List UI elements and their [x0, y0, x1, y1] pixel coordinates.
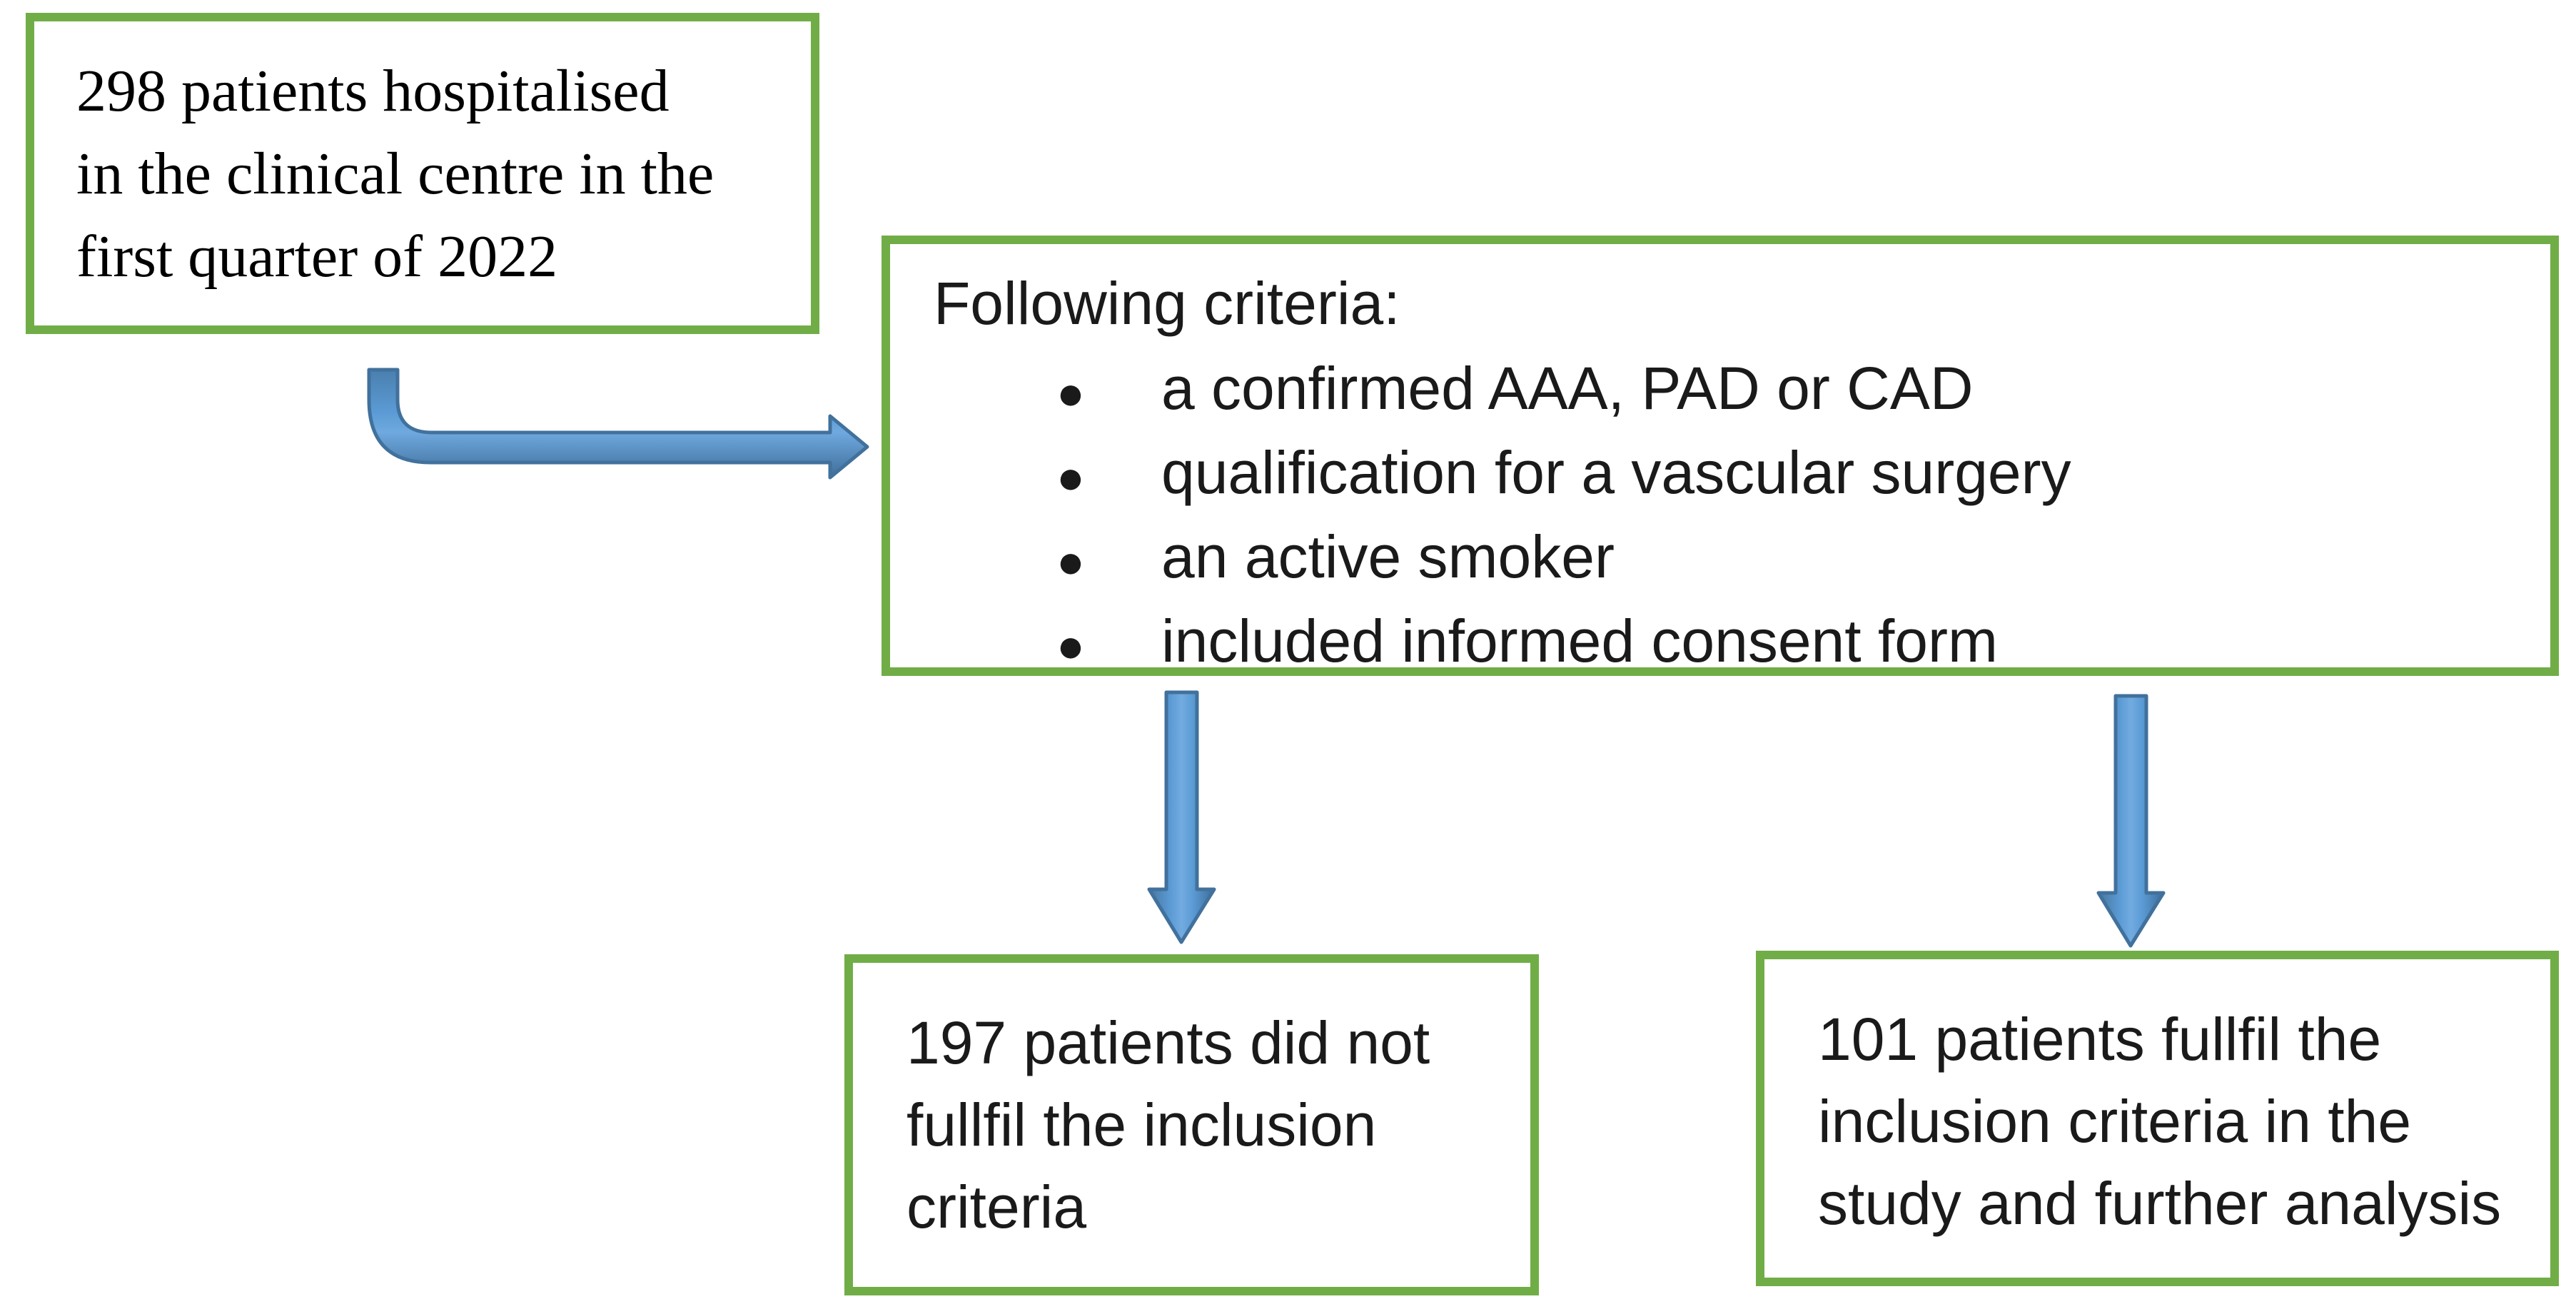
bullet-icon: ●	[1056, 535, 1085, 587]
criteria-list-item: ● included informed consent form	[890, 601, 2550, 685]
flow-box-excluded-text: 197 patients did not fullfil the inclusi…	[906, 1009, 1430, 1240]
bullet-icon: ●	[1056, 619, 1085, 672]
flow-box-included: 101 patients fullfil the inclusion crite…	[1756, 951, 2559, 1286]
elbow-arrow	[367, 368, 869, 480]
criteria-item-text: qualification for a vascular surgery	[1161, 439, 2071, 506]
flow-box-initial-text: 298 patients hospitalised in the clinica…	[76, 58, 714, 290]
bullet-icon: ●	[1056, 366, 1085, 419]
bullet-icon: ●	[1056, 450, 1085, 503]
criteria-list-item: ● qualification for a vascular surgery	[890, 433, 2550, 517]
flow-box-criteria: Following criteria: ● a confirmed AAA, P…	[882, 236, 2559, 676]
criteria-title: Following criteria:	[934, 270, 1400, 337]
criteria-list-item: ● an active smoker	[890, 517, 2550, 601]
flow-box-included-text: 101 patients fullfil the inclusion crite…	[1818, 1006, 2502, 1237]
criteria-list: ● a confirmed AAA, PAD or CAD ● qualific…	[890, 348, 2550, 685]
criteria-item-text: a confirmed AAA, PAD or CAD	[1161, 355, 1974, 422]
criteria-item-text: an active smoker	[1161, 523, 1615, 590]
flow-box-excluded: 197 patients did not fullfil the inclusi…	[844, 954, 1539, 1295]
criteria-item-text: included informed consent form	[1161, 607, 1998, 674]
down-arrow-left	[1147, 690, 1216, 944]
down-arrow-right	[2096, 694, 2166, 948]
criteria-list-item: ● a confirmed AAA, PAD or CAD	[890, 348, 2550, 433]
flow-box-initial: 298 patients hospitalised in the clinica…	[26, 13, 819, 334]
